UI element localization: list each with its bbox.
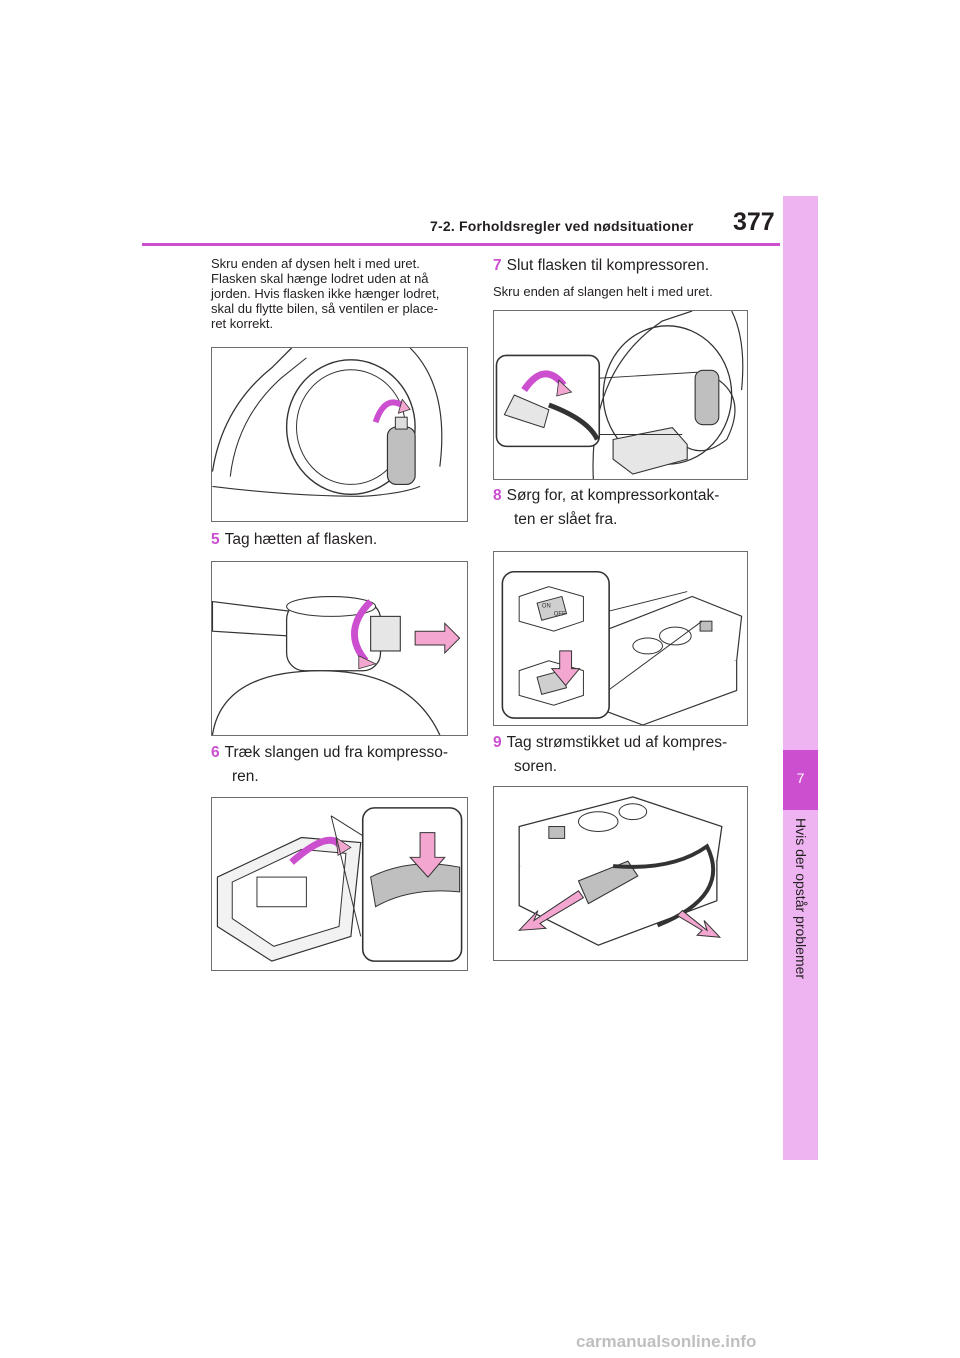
header-rule (142, 243, 780, 246)
connect-illustration (495, 311, 744, 479)
step-text-continuation: ten er slået fra. (514, 511, 618, 528)
intro-line: Flasken skal hænge lodret uden at nå (211, 271, 429, 286)
step-text: Træk slangen ud fra kompresso- (224, 744, 449, 761)
cap-illustration (212, 596, 461, 735)
figure-pull-hose (211, 797, 468, 971)
figure-switch-off: ON OFF (493, 551, 748, 726)
step-7-subtext: Skru enden af slangen helt i med uret. (493, 284, 713, 299)
watermark: carmanualsonline.info (576, 1332, 757, 1351)
step-text: Sørg for, at kompressorkontak- (506, 487, 720, 504)
figure-connect-bottle (493, 310, 748, 480)
hose-illustration (216, 807, 463, 962)
page-number: 377 (733, 208, 775, 236)
chapter-number-tab: 7 (783, 750, 818, 810)
side-tab-lower (783, 810, 818, 1160)
step-text: Tag strømstikket ud af kompres- (506, 734, 728, 751)
intro-line: jorden. Hvis flasken ikke hænger lodret, (211, 286, 440, 301)
step-text-continuation: ren. (232, 768, 259, 785)
side-tab-upper (783, 196, 818, 750)
step-number: 6 (211, 744, 220, 761)
section-title: 7-2. Forholdsregler ved nødsituationer (430, 218, 694, 234)
step-number: 5 (211, 531, 220, 548)
intro-line: skal du flytte bilen, så ventilen er pla… (211, 301, 438, 316)
step-number: 8 (493, 487, 502, 504)
intro-paragraph: Skru enden af dysen helt i med uret. Fla… (211, 256, 473, 331)
figure-remove-cap (211, 561, 468, 736)
step-text-continuation: soren. (514, 758, 558, 775)
switch-on-label: ON (542, 603, 551, 609)
intro-line: ret korrekt. (211, 316, 274, 331)
chapter-title: Hvis der opstår problemer (793, 818, 809, 980)
unplug-illustration (517, 796, 723, 946)
chapter-title-vertical: Hvis der opstår problemer (783, 810, 818, 1160)
step-text: Slut flasken til kompressoren. (506, 257, 710, 274)
step-number: 7 (493, 257, 502, 274)
figure-bottle-on-valve (211, 347, 468, 522)
switch-illustration: ON OFF (501, 570, 743, 725)
bottle-illustration (212, 348, 443, 497)
step-number: 9 (493, 734, 502, 751)
intro-line: Skru enden af dysen helt i med uret. (211, 256, 420, 271)
figure-unplug (493, 786, 748, 961)
switch-off-label: OFF (554, 611, 566, 617)
step-text: Tag hætten af flasken. (224, 531, 378, 548)
